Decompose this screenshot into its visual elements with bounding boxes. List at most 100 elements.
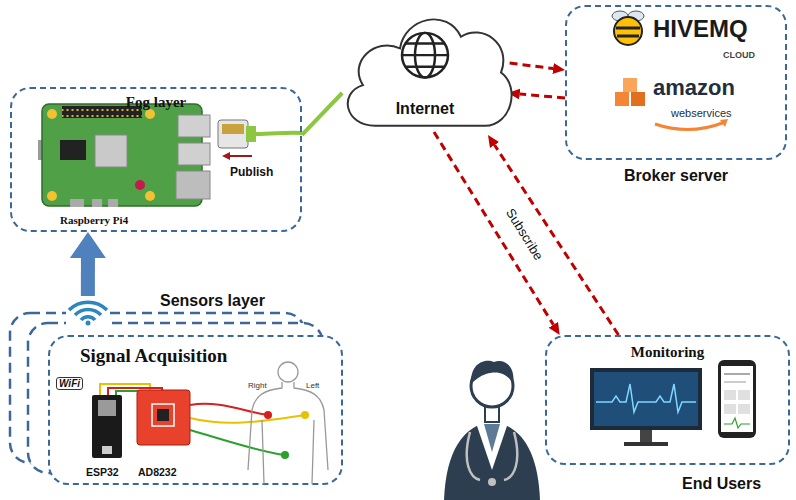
- wifi-signal-icon: [86, 321, 91, 326]
- electrodes: [301, 411, 309, 419]
- phone: [724, 418, 750, 428]
- phone: [738, 404, 750, 414]
- globe-icon: [402, 33, 448, 78]
- cloud-shape: [335, 0, 515, 150]
- raspberry-pi-board: [70, 199, 84, 207]
- globe-icon: [402, 54, 448, 56]
- logo-text: CLOUD: [723, 50, 755, 60]
- part-name: Raspberry Pi4: [60, 214, 128, 226]
- layer-heading: Fog layer: [126, 94, 186, 111]
- ad8232-board: [137, 390, 190, 445]
- group-heading: End Users: [682, 475, 761, 493]
- aws-cubes-icon: [720, 119, 728, 127]
- hivemq-bee-icon: [616, 27, 640, 30]
- wifi-signal-icon: [66, 296, 110, 326]
- aws-cubes-icon: [631, 92, 645, 106]
- phone: [724, 381, 746, 383]
- aws-cubes-icon: [623, 78, 637, 92]
- ad8232-board: [152, 404, 174, 426]
- cloud-label: Internet: [396, 100, 455, 118]
- logo-text-holder: webservices: [671, 103, 732, 121]
- broker-server-box: Broker serverHIVEMQCLOUDamazonwebservice…: [565, 5, 787, 160]
- logo-text-holder: HIVEMQ: [653, 15, 748, 43]
- monitor-screen: [594, 372, 698, 426]
- phone: [724, 373, 750, 375]
- logo-text-holder: CLOUD: [723, 44, 755, 62]
- monitor-screen: [590, 368, 702, 430]
- esp32-board: [102, 446, 112, 454]
- wifi-logo-holder: WiFi: [56, 373, 83, 391]
- flow-label-holder: Publish: [230, 162, 273, 180]
- raspberry-pi-board: [60, 140, 86, 160]
- wifi-signal-icon: [81, 317, 95, 320]
- rj45-connector: [246, 126, 256, 142]
- raspberry-pi-board: [176, 171, 210, 199]
- jumper-wires: [100, 384, 305, 455]
- doctor-figure: [471, 361, 514, 384]
- doctor-figure: [467, 432, 518, 480]
- doctor-figure: [476, 423, 508, 470]
- esp32-board: [98, 400, 116, 416]
- phone: [718, 360, 756, 438]
- connector-arrow: [302, 93, 342, 135]
- rj45-connector: [222, 124, 244, 134]
- monitor-screen: [624, 442, 668, 446]
- raspberry-pi-board: [95, 135, 127, 167]
- logo-text: webservices: [671, 107, 732, 119]
- monitor-screen: [596, 384, 696, 412]
- globe-icon: [402, 33, 448, 78]
- human-body-outline: [278, 362, 298, 382]
- wifi-signal-icon: [75, 309, 101, 315]
- group-heading: Broker server: [624, 167, 728, 185]
- internet-cloud: Internet: [335, 0, 515, 150]
- rj45-connector: [218, 120, 302, 148]
- hivemq-bee-icon: [617, 35, 639, 38]
- globe-icon: [406, 44, 444, 67]
- doctor-figure: [444, 361, 540, 500]
- box-heading: Signal Acquisition: [80, 345, 227, 367]
- phone: [724, 404, 736, 414]
- raspberry-pi-board: [135, 180, 145, 190]
- wifi-logo: WiFi: [56, 377, 83, 390]
- esp32-board: [92, 395, 122, 458]
- flow-label: Publish: [230, 165, 273, 179]
- electrodes: [264, 411, 309, 459]
- phone: [724, 390, 736, 400]
- rj45-connector: [218, 120, 248, 148]
- human-body-outline: [248, 362, 328, 484]
- part-name: ESP32: [86, 466, 119, 478]
- connector-arrow: [495, 145, 619, 335]
- ad8232-board: [137, 390, 190, 445]
- connector-arrow: [510, 63, 553, 69]
- aws-cubes-icon: [655, 122, 725, 130]
- aws-cubes-icon: [615, 92, 629, 106]
- cloud-label-holder: Internet: [335, 100, 515, 118]
- layer-heading: Sensors layer: [160, 292, 265, 310]
- raspberry-pi-board: [47, 109, 57, 119]
- side-label: Right: [248, 381, 267, 390]
- raspberry-pi-board: [145, 109, 155, 119]
- side-label-holder: Right: [248, 374, 267, 392]
- jumper-wires: [190, 430, 285, 455]
- jumper-wires: [190, 415, 305, 423]
- raspberry-pi-board: [38, 104, 210, 207]
- hivemq-bee-icon: [614, 17, 642, 45]
- box-heading-holder: Signal Acquisition: [80, 345, 227, 367]
- phone: [738, 390, 750, 400]
- hivemq-bee-icon: [612, 11, 644, 45]
- logo-text: HIVEMQ: [653, 15, 748, 43]
- raspberry-pi-board: [92, 199, 102, 207]
- box-heading-holder: Monitoring: [547, 343, 788, 361]
- group-heading-holder: End Users: [682, 475, 761, 493]
- part-name-holder: Raspberry Pi4: [60, 210, 128, 228]
- layer-heading-holder: Fog layer: [12, 93, 300, 111]
- raspberry-pi-board: [108, 199, 118, 207]
- publish-arrow: [228, 155, 252, 157]
- electrodes: [281, 451, 289, 459]
- raspberry-pi-board: [47, 191, 57, 201]
- connector-arrow: [520, 94, 565, 98]
- side-label-holder: Left: [306, 374, 319, 392]
- part-name: AD8232: [138, 466, 177, 478]
